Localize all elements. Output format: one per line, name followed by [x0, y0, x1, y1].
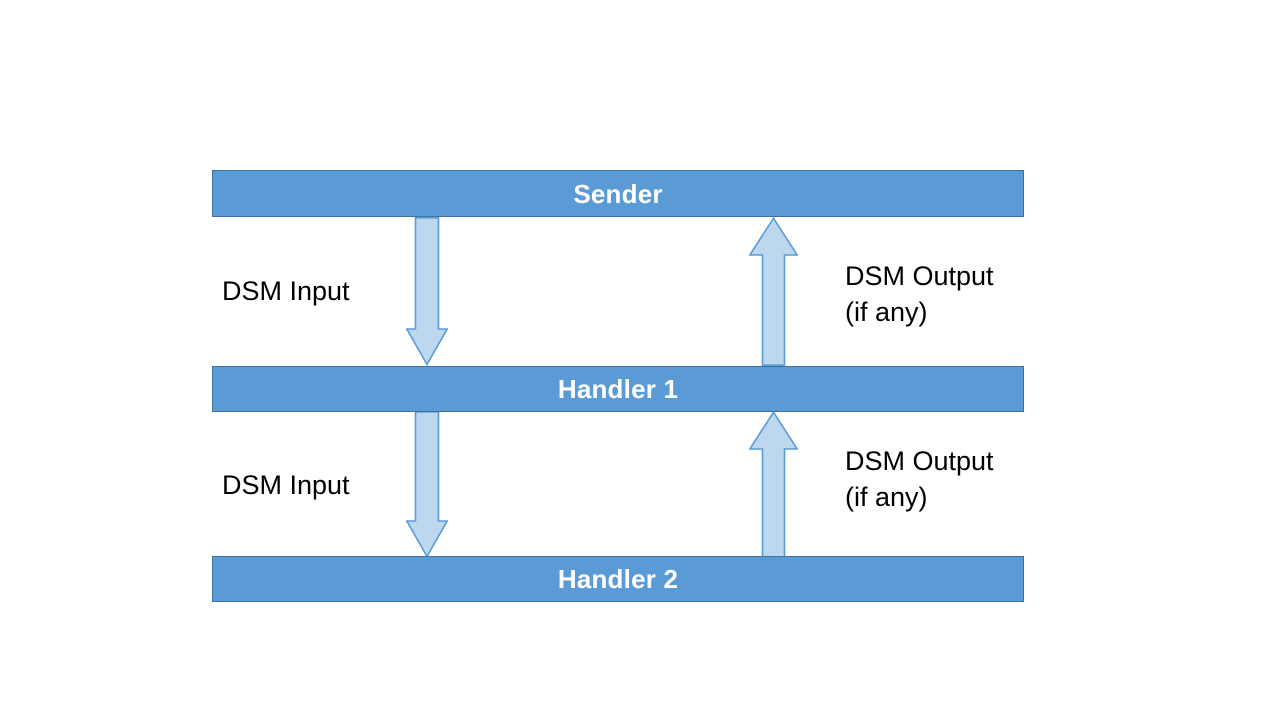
flow-label-dsm-input-2: DSM Input [222, 470, 350, 500]
arrow-sender-to-handler1 [406, 217, 448, 366]
node-sender-label: Sender [573, 178, 663, 209]
arrow-handler1-to-sender [749, 217, 798, 366]
node-handler1[interactable]: Handler 1 [212, 366, 1024, 412]
arrow-handler1-to-handler2 [406, 411, 448, 558]
arrow-handler2-to-handler1 [749, 411, 798, 558]
flow-label-dsm-output-2: DSM Output (if any) [845, 446, 994, 512]
flow-label-dsm-output-1: DSM Output (if any) [845, 261, 994, 327]
flow-label-dsm-input-1: DSM Input [222, 276, 350, 306]
node-handler2[interactable]: Handler 2 [212, 556, 1024, 602]
node-handler2-label: Handler 2 [557, 564, 679, 594]
node-sender[interactable]: Sender [212, 170, 1024, 217]
node-handler1-label: Handler 1 [557, 374, 679, 404]
